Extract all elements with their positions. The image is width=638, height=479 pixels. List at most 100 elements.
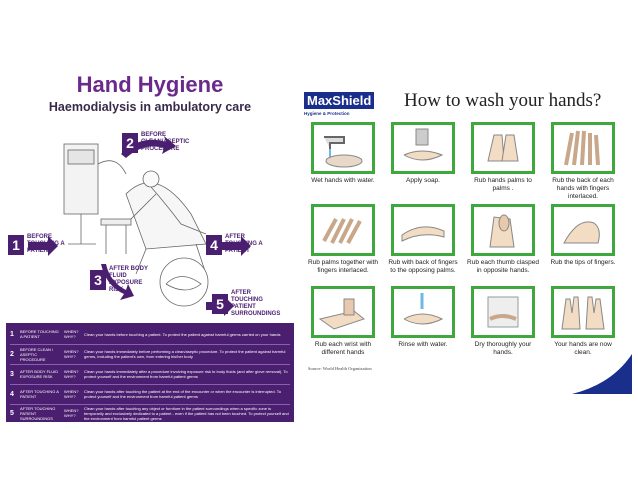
table-row: 2 BEFORE CLEAN / ASEPTIC PROCEDURE WHEN?…	[10, 346, 290, 362]
step-back-fingers: Rub with back of fingers to the opposing…	[386, 204, 460, 275]
moment-number: 2	[122, 132, 138, 153]
moment-1: 1 BEFORE TOUCHING A PATIENT	[8, 234, 71, 255]
step-caption: Wet hands with water.	[311, 177, 375, 184]
row-when: WHEN? WHY?	[64, 389, 79, 399]
row-divider	[10, 344, 290, 345]
row-divider	[10, 364, 290, 365]
row-number: 1	[10, 330, 14, 338]
corner-swoosh-decoration	[572, 354, 632, 394]
step-caption: Rub each wrist with different hands	[314, 341, 372, 356]
brand-tagline: Hygiene & Protection	[304, 111, 350, 116]
step-image	[391, 122, 455, 174]
step-interlaced: Rub palms together with fingers interlac…	[306, 204, 380, 275]
moment-number: 5	[212, 294, 228, 314]
poster-title: Hand Hygiene	[76, 72, 224, 97]
palms-icon	[487, 134, 519, 162]
moment-number: 3	[90, 270, 106, 290]
rinse-icon	[403, 293, 444, 325]
moment-label: AFTER TOUCHING PATIENT SURROUNDINGS	[231, 290, 281, 317]
poster-subtitle: Haemodialysis in ambulatory care	[48, 100, 252, 114]
dialysis-scene: 1 BEFORE TOUCHING A PATIENT 2 BEFORE CLE…	[6, 124, 294, 320]
step-image	[551, 122, 615, 174]
moment-label: AFTER BODY FLUID EXPOSURE RISK	[109, 266, 148, 293]
moment-5: 5 AFTER TOUCHING PATIENT SURROUNDINGS	[212, 290, 281, 318]
row-label: AFTER TOUCHING A PATIENT	[20, 389, 59, 399]
step-image	[471, 286, 535, 338]
step-caption: Dry thoroughly your hands.	[474, 341, 532, 356]
step-image	[391, 286, 455, 338]
step-caption: Rub with back of fingers to the opposing…	[388, 259, 458, 274]
step-caption: Your hands are now clean.	[554, 341, 612, 356]
row-description: Clean your hands after touching the pati…	[84, 389, 281, 399]
table-row: 5 AFTER TOUCHING PATIENT SURROUNDINGS WH…	[10, 405, 290, 421]
thumb-icon	[489, 214, 515, 248]
step-rinse: Rinse with water.	[386, 286, 460, 349]
step-image	[311, 122, 375, 174]
row-when: WHEN? WHY?	[64, 349, 79, 359]
moment-number: 4	[206, 234, 222, 255]
step-wet-hands: Wet hands with water.	[306, 122, 380, 185]
row-label: BEFORE CLEAN / ASEPTIC PROCEDURE	[20, 346, 54, 362]
towel-icon	[487, 296, 519, 328]
step-image	[391, 204, 455, 256]
step-caption: Rinse with water.	[398, 341, 448, 348]
moments-table: 1 BEFORE TOUCHING A PATIENT WHEN? WHY? C…	[6, 323, 294, 422]
row-description: Clean your hands after touching any obje…	[84, 405, 289, 421]
row-label: BEFORE TOUCHING A PATIENT	[20, 329, 59, 339]
step-rub-back: Rub the back of each hands with fingers …	[546, 122, 620, 201]
row-label: AFTER BODY FLUID EXPOSURE RISK	[20, 369, 59, 379]
moment-3: 3 AFTER BODY FLUID EXPOSURE RISK	[90, 266, 153, 294]
step-image	[311, 204, 375, 256]
step-image	[471, 122, 535, 174]
moment-2: 2 BEFORE CLEAN/ASEPTIC PROCEDURE	[122, 132, 190, 153]
step-apply-soap: Apply soap.	[386, 122, 460, 185]
step-caption: Rub the back of each hands with fingers …	[552, 177, 614, 200]
handwash-poster: MaxShield Hygiene & Protection How to wa…	[296, 82, 632, 394]
step-image	[551, 204, 615, 256]
step-image	[471, 204, 535, 256]
moment-label: BEFORE TOUCHING A PATIENT	[27, 234, 65, 254]
source-note: Source: World Health Organization	[308, 366, 372, 371]
clean-hands-icon	[561, 296, 605, 330]
step-fingertips: Rub the tips of fingers.	[546, 204, 620, 267]
row-description: Clean your hands immediately before perf…	[84, 349, 286, 359]
row-number: 3	[10, 370, 14, 378]
table-row: 1 BEFORE TOUCHING A PATIENT WHEN? WHY? C…	[10, 326, 290, 342]
step-image	[311, 286, 375, 338]
back-fingers-icon	[401, 226, 445, 242]
table-row: 3 AFTER BODY FLUID EXPOSURE RISK WHEN? W…	[10, 366, 290, 382]
row-number: 5	[10, 409, 14, 417]
moment-label: BEFORE CLEAN/ASEPTIC PROCEDURE	[141, 132, 190, 152]
handwash-title: How to wash your hands?	[404, 90, 602, 111]
brand-name: MaxShield	[304, 92, 375, 109]
row-when: WHEN? WHY?	[64, 369, 79, 379]
step-image	[551, 286, 615, 338]
row-description: Clean your hands immediately after a pro…	[84, 369, 288, 379]
row-label: AFTER TOUCHING PATIENT SURROUNDINGS	[20, 405, 56, 421]
step-caption: Rub palms together with fingers interlac…	[307, 259, 379, 274]
fingertips-icon	[563, 221, 600, 244]
step-caption: Apply soap.	[406, 177, 440, 184]
moment-number: 1	[8, 234, 24, 255]
soap-dispenser-icon	[403, 128, 444, 161]
step-caption: Rub the tips of fingers.	[550, 259, 616, 266]
row-number: 4	[10, 390, 14, 398]
row-number: 2	[10, 350, 14, 358]
back-of-hands-icon	[564, 130, 600, 166]
step-clean: Your hands are now clean.	[546, 286, 620, 357]
step-caption: Rub hands palms to palms .	[474, 177, 532, 192]
row-divider	[10, 404, 290, 405]
step-thumbs: Rub each thumb clasped in opposite hands…	[466, 204, 540, 275]
step-caption: Rub each thumb clasped in opposite hands…	[467, 259, 539, 274]
maxshield-logo: MaxShield Hygiene & Protection	[304, 92, 375, 116]
row-when: WHEN? WHY?	[64, 329, 79, 339]
hand-hygiene-poster: Hand Hygiene Haemodialysis in ambulatory…	[6, 60, 294, 422]
step-rub-palms: Rub hands palms to palms .	[466, 122, 540, 193]
moment-4: 4 AFTER TOUCHING A PATIENT	[206, 234, 269, 255]
step-dry: Dry thoroughly your hands.	[466, 286, 540, 357]
interlaced-fingers-icon	[322, 218, 362, 244]
faucet-icon	[324, 136, 363, 168]
row-description: Clean your hands before touching a patie…	[84, 331, 281, 337]
table-row: 4 AFTER TOUCHING A PATIENT WHEN? WHY? Cl…	[10, 386, 290, 402]
wrist-icon	[318, 298, 366, 330]
